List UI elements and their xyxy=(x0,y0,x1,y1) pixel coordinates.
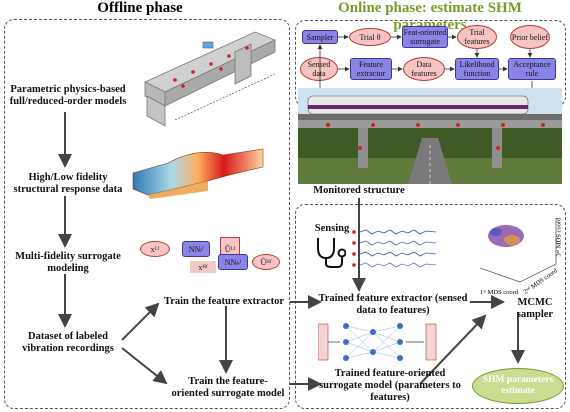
stethoscope-icon xyxy=(317,238,346,268)
sensing-label: Sensing xyxy=(314,223,350,234)
feature-surrogate-node: Feat-oriented surrogate xyxy=(402,26,448,48)
hf-input-node: xᴴᶠ xyxy=(190,261,216,273)
train-extractor-label: Train the feature extractor xyxy=(163,296,285,307)
surrogate-modeling-label: Multi-fidelity surrogate modeling xyxy=(15,251,121,274)
hf-output-node: Ûᴴᶠ xyxy=(252,254,280,270)
monitored-structure-label: Monitored structure xyxy=(313,185,405,196)
acceptance-node: Acceptance rule xyxy=(508,58,556,80)
train-surrogate-label: Train the feature-oriented surrogate mod… xyxy=(171,376,285,399)
physics-models-label: Parametric physics-based full/reduced-or… xyxy=(9,84,127,107)
nn-hf-node: NNₕᶠ xyxy=(218,254,248,270)
offline-title: Offline phase xyxy=(97,0,183,16)
nn-lf-node: NNₗᶠ xyxy=(182,241,210,257)
sensor-signals-figure xyxy=(352,229,437,268)
mcmc-sampler-label: MCMC sampler xyxy=(516,297,554,320)
response-data-label: High/Low fidelity structural response da… xyxy=(13,172,123,195)
likelihood-node: Likelihood function xyxy=(455,58,499,80)
mds-scatter-figure xyxy=(479,218,557,283)
lf-input-node: xᴸᶠ xyxy=(140,241,170,257)
sensed-data-node: Sensed data xyxy=(300,57,338,81)
mds-axis-z-label: 3ʳᵈ MDS coord xyxy=(555,217,563,257)
neural-network-figure xyxy=(318,323,437,361)
trial-theta-node: Trial θ xyxy=(349,28,391,46)
prior-belief-node: Prior belief xyxy=(510,25,550,49)
online-inference-panel xyxy=(295,204,566,409)
sampler-node: Sampler xyxy=(302,30,338,44)
bridge-model-figure xyxy=(144,31,277,127)
data-features-node: Data features xyxy=(403,57,445,81)
feature-extractor-node: Feature extractor xyxy=(350,58,392,80)
trained-surrogate-label: Trained feature-oriented surrogate model… xyxy=(319,368,461,403)
estimate-label: SHM parameters estimate xyxy=(482,375,554,396)
trial-features-node: Trial features xyxy=(457,25,497,49)
dataset-label: Dataset of labeled vibration recordings xyxy=(22,331,114,354)
estimate-node: SHM parameters estimate xyxy=(472,368,564,404)
offline-panel xyxy=(4,19,290,409)
response-field-figure xyxy=(132,148,264,199)
mds-axis-x-label: 1ˢᵗ MDS coord xyxy=(480,289,519,296)
trained-extractor-label: Trained feature extractor (sensed data t… xyxy=(318,293,468,316)
monitored-bridge-photo xyxy=(298,88,562,184)
